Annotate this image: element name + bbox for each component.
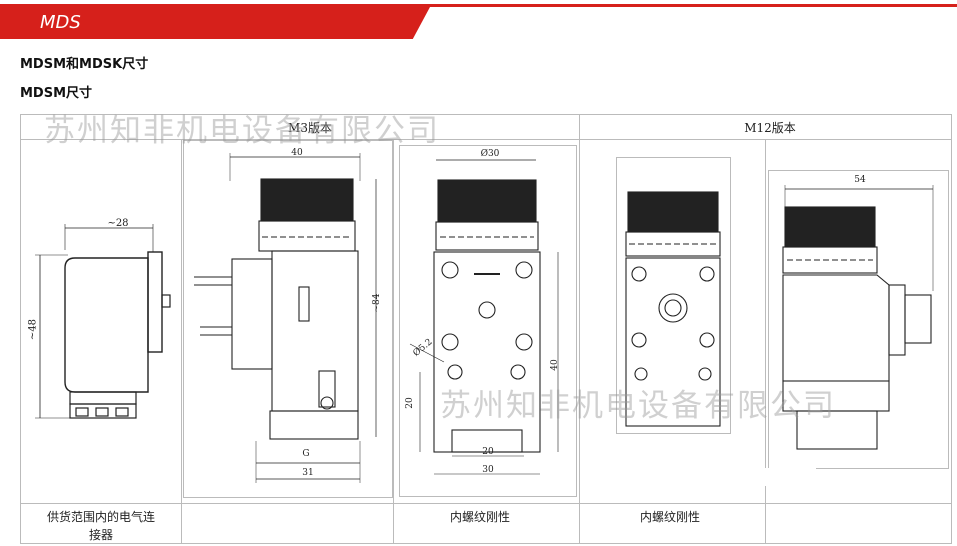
connector-supply-line1: 供货范围内的电气连 bbox=[46, 510, 155, 524]
table-col-divider-3 bbox=[579, 114, 580, 544]
dimension-table bbox=[20, 114, 952, 544]
conn-height-dim: ~48 bbox=[27, 318, 39, 341]
table-header-rule bbox=[20, 139, 952, 140]
table-border-left bbox=[20, 114, 21, 544]
connector-drawing bbox=[35, 224, 171, 419]
front-20v-dim: 20 bbox=[405, 397, 415, 409]
thread-label-m12: 内螺纹刚性 bbox=[639, 510, 700, 524]
table-footer-rule bbox=[20, 503, 952, 504]
table-border-bottom bbox=[20, 543, 952, 544]
column-m3-header: M3版本 bbox=[288, 121, 332, 135]
m12-front-drawing bbox=[625, 191, 721, 427]
m3-base-dim: 31 bbox=[302, 468, 314, 478]
heading-mdsm: MDSM尺寸 bbox=[20, 86, 93, 101]
section-banner bbox=[0, 7, 430, 39]
m3-g-dim: G bbox=[302, 449, 310, 459]
table-border-top bbox=[20, 114, 952, 115]
watermark-top: 苏州知非机电设备有限公司 bbox=[44, 113, 440, 149]
m3-front-drawing bbox=[409, 159, 559, 475]
section-title: MDS bbox=[40, 12, 81, 33]
heading-mdsm-mdsk: MDSM和MDSK尺寸 bbox=[20, 57, 149, 72]
connector-supply-line2: 接器 bbox=[88, 528, 113, 542]
front-40-dim: 40 bbox=[550, 359, 560, 371]
blank-strip-2 bbox=[756, 468, 816, 486]
m3-height-dim: ~84 bbox=[372, 293, 382, 313]
column-m12-header: M12版本 bbox=[744, 121, 796, 135]
front-30-dim: 30 bbox=[482, 465, 494, 475]
blank-strip-1 bbox=[612, 468, 668, 486]
thread-label-m3: 内螺纹刚性 bbox=[449, 510, 510, 524]
m12-54-dim: 54 bbox=[854, 175, 866, 185]
front-dia-dim: Ø30 bbox=[480, 149, 500, 159]
m12-side-drawing bbox=[782, 185, 934, 450]
table-col-divider-1 bbox=[181, 139, 182, 544]
connector-supply-label: 供货范围内的电气连 接器 bbox=[22, 508, 180, 544]
front-20h-dim: 20 bbox=[482, 447, 494, 457]
table-col-divider-4 bbox=[765, 139, 766, 544]
watermark-bottom: 苏州知非机电设备有限公司 bbox=[440, 388, 836, 424]
table-col-divider-2 bbox=[393, 139, 394, 544]
conn-width-dim: ~28 bbox=[107, 218, 129, 229]
table-border-right bbox=[951, 114, 952, 544]
banner-rule bbox=[0, 4, 957, 7]
m3-side-drawing bbox=[194, 153, 377, 483]
m3-width-dim: 40 bbox=[291, 148, 303, 158]
